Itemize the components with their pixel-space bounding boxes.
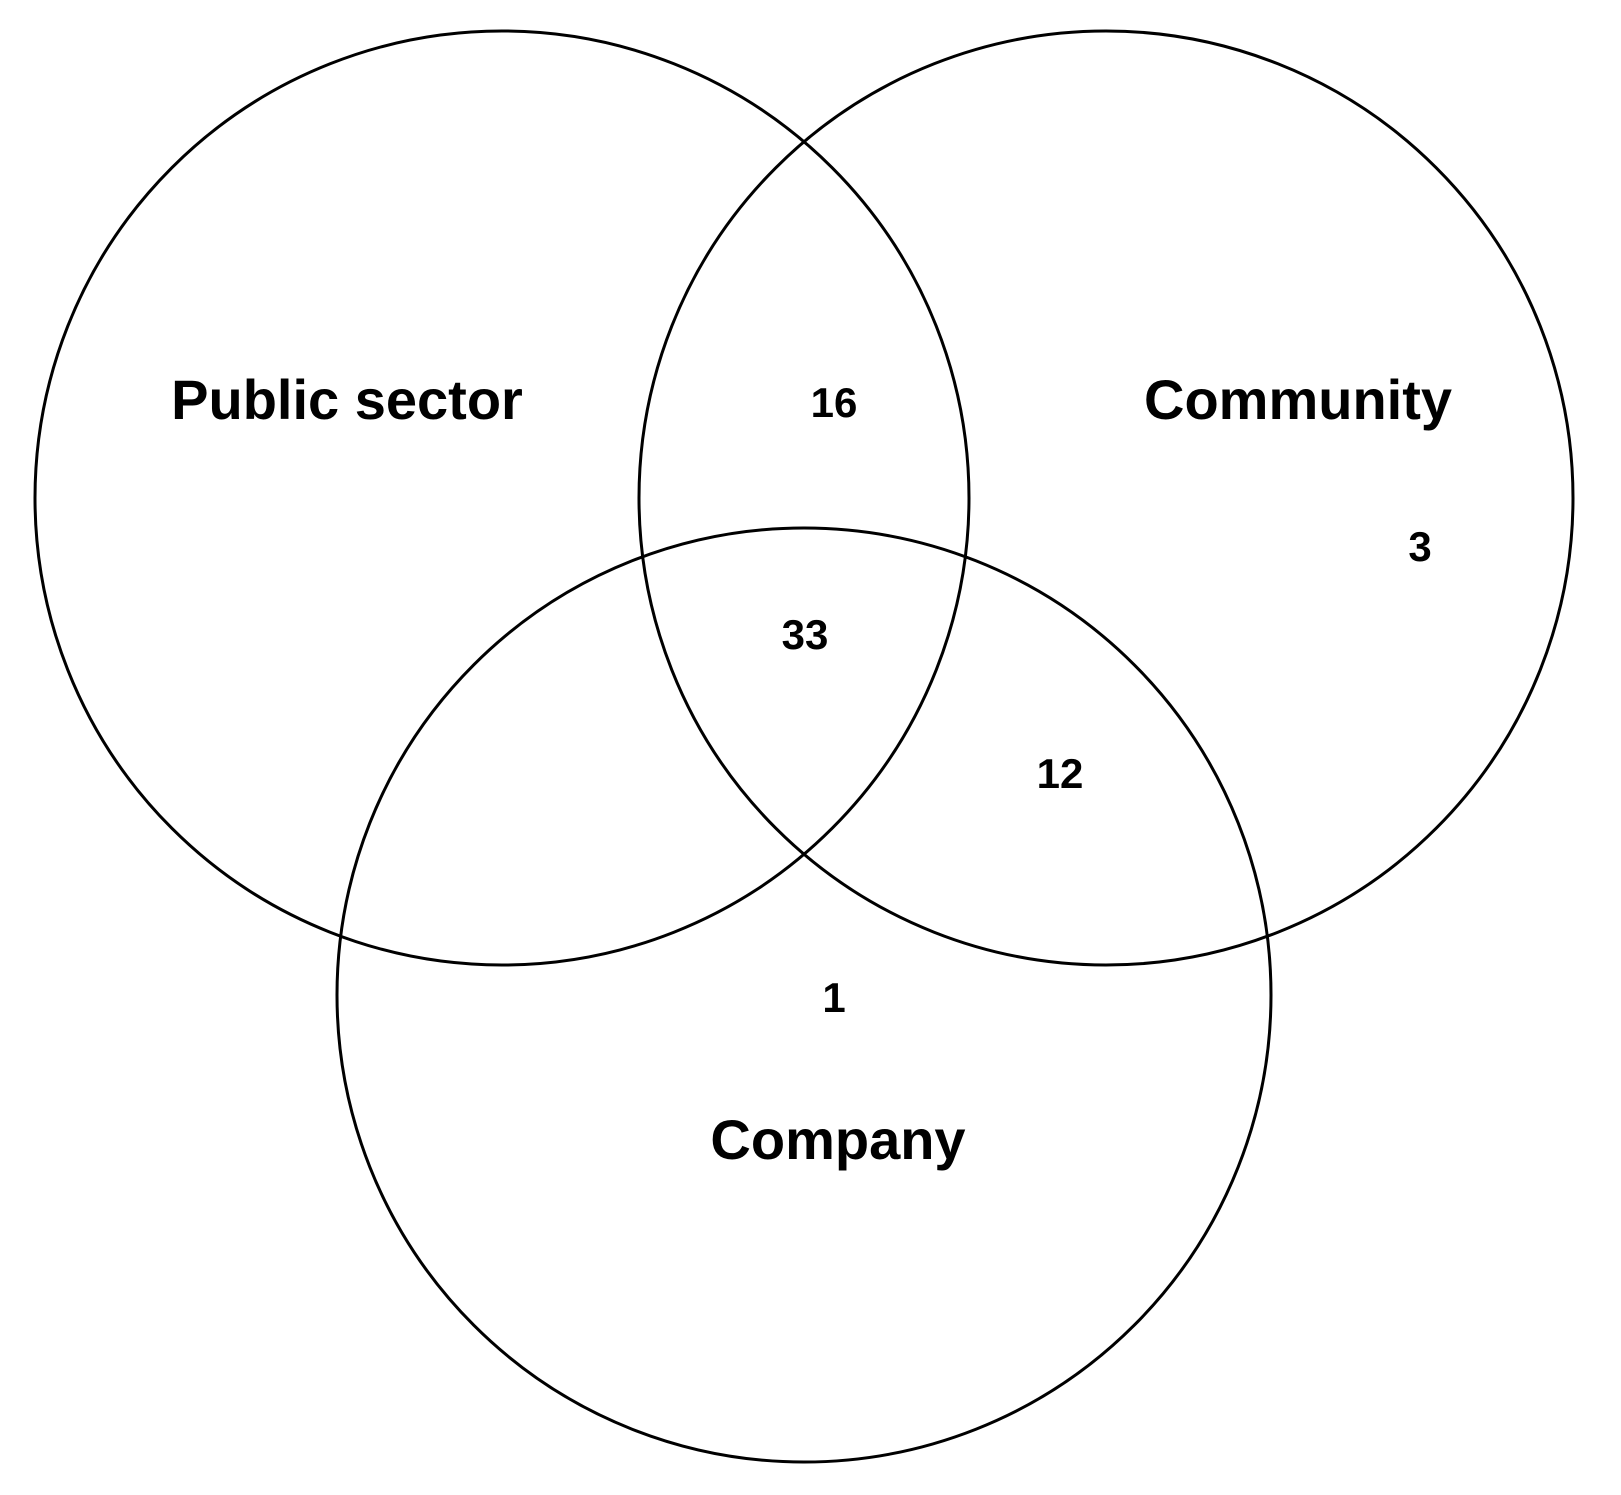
company-circle <box>335 526 1273 1464</box>
public-community-count: 16 <box>811 379 858 426</box>
community-only-count: 3 <box>1408 523 1431 570</box>
public-sector-circle <box>33 29 971 967</box>
community-label: Community <box>1144 368 1452 431</box>
public-sector-label: Public sector <box>171 368 523 431</box>
community-company-count: 12 <box>1037 750 1084 797</box>
company-only-count: 1 <box>822 974 845 1021</box>
all-three-count: 33 <box>782 611 829 658</box>
company-label: Company <box>710 1108 965 1171</box>
community-circle <box>637 29 1575 967</box>
